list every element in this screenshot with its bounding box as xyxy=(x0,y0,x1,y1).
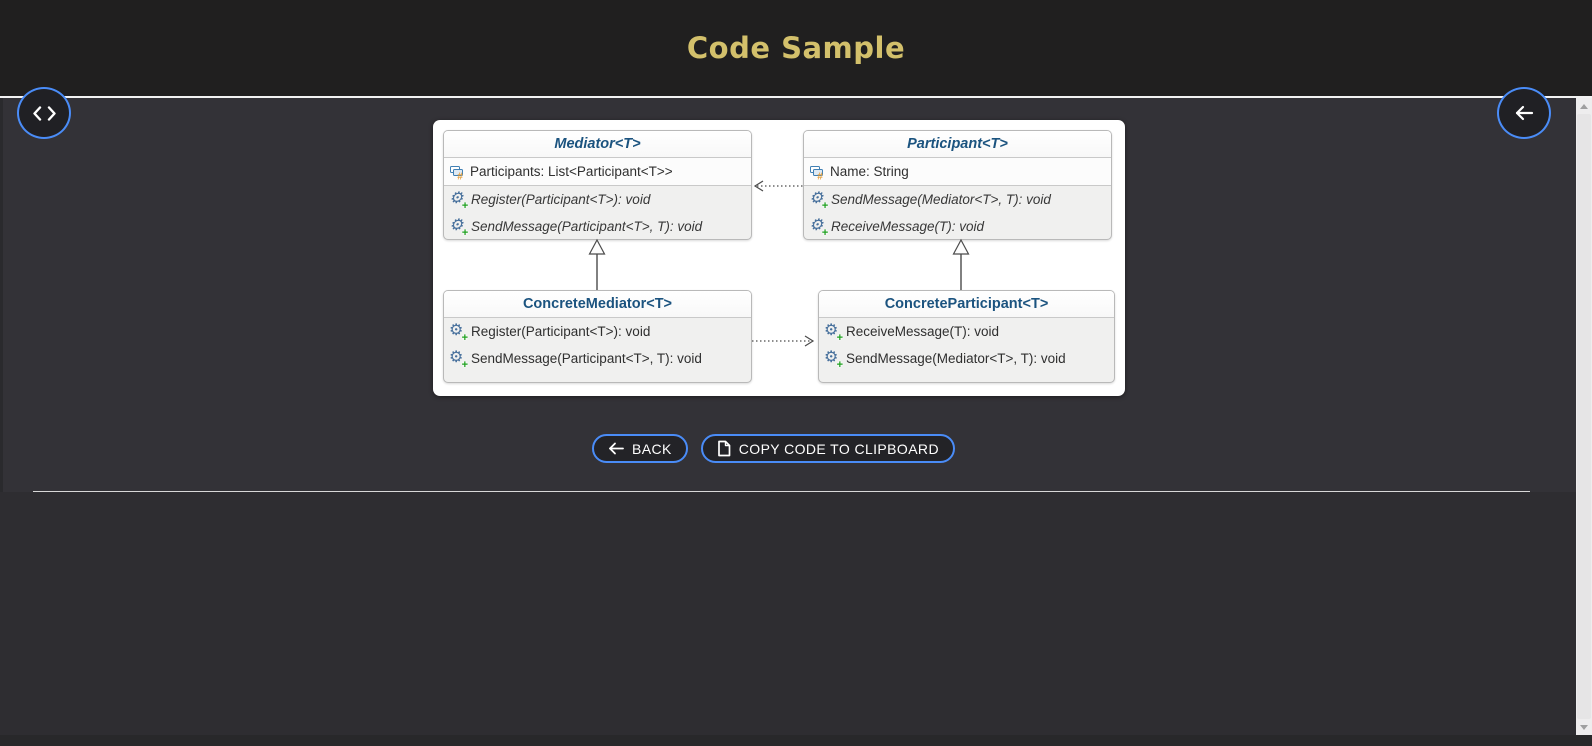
page-title: Code Sample xyxy=(686,31,906,65)
uml-class-title: ConcreteMediator<T> xyxy=(444,291,751,318)
field-icon: # xyxy=(450,165,463,180)
back-button[interactable]: BACK xyxy=(592,434,688,463)
uml-method-row: ⚙+ Register(Participant<T>): void xyxy=(444,186,751,213)
uml-methods-compartment: ⚙+ Register(Participant<T>): void ⚙+ Sen… xyxy=(444,318,751,372)
uml-class-concrete-mediator: ConcreteMediator<T> ⚙+ Register(Particip… xyxy=(443,290,752,383)
uml-field-row: # Name: String xyxy=(804,158,1111,185)
method-icon: ⚙+ xyxy=(449,322,468,344)
uml-class-mediator: Mediator<T> # Participants: List<Partici… xyxy=(443,130,752,240)
uml-method-text: SendMessage(Participant<T>, T): void xyxy=(471,351,702,366)
lower-empty-area xyxy=(0,492,1576,735)
uml-method-row: ⚙+ SendMessage(Mediator<T>, T): void xyxy=(819,345,1114,372)
code-icon xyxy=(32,105,56,121)
copy-code-button-label: COPY CODE TO CLIPBOARD xyxy=(738,440,939,457)
uml-method-row: ⚙+ SendMessage(Mediator<T>, T): void xyxy=(804,186,1111,213)
view-code-button[interactable] xyxy=(17,87,71,139)
left-arrow-icon xyxy=(609,442,624,455)
uml-method-row: ⚙+ SendMessage(Participant<T>, T): void xyxy=(444,213,751,239)
method-icon: ⚙+ xyxy=(824,349,843,371)
method-icon: ⚙+ xyxy=(809,217,828,239)
vertical-scrollbar[interactable] xyxy=(1576,98,1592,735)
main-content: Mediator<T> # Participants: List<Partici… xyxy=(0,98,1592,735)
uml-method-text: SendMessage(Mediator<T>, T): void xyxy=(831,192,1051,207)
uml-class-participant: Participant<T> # Name: String ⚙+ S xyxy=(803,130,1112,240)
uml-method-text: SendMessage(Mediator<T>, T): void xyxy=(846,351,1066,366)
scrollbar-thumb[interactable] xyxy=(1577,114,1591,719)
method-icon: ⚙+ xyxy=(449,349,468,371)
uml-method-row: ⚙+ Register(Participant<T>): void xyxy=(444,318,751,345)
bottom-edge-strip xyxy=(0,735,1592,746)
method-icon: ⚙+ xyxy=(449,217,468,239)
scroll-down-arrow-icon[interactable] xyxy=(1576,719,1592,735)
uml-field-text: Participants: List<Participant<T>> xyxy=(470,164,673,179)
uml-diagram-panel: Mediator<T> # Participants: List<Partici… xyxy=(433,120,1125,396)
uml-methods-compartment: ⚙+ ReceiveMessage(T): void ⚙+ SendMessag… xyxy=(819,318,1114,372)
uml-methods-compartment: ⚙+ SendMessage(Mediator<T>, T): void ⚙+ … xyxy=(804,186,1111,239)
method-icon: ⚙+ xyxy=(449,190,468,212)
back-button-label: BACK xyxy=(632,440,672,457)
uml-class-concrete-participant: ConcreteParticipant<T> ⚙+ ReceiveMessage… xyxy=(818,290,1115,383)
uml-fields-compartment: # Participants: List<Participant<T>> xyxy=(444,158,751,186)
method-icon: ⚙+ xyxy=(824,322,843,344)
uml-method-text: ReceiveMessage(T): void xyxy=(831,219,985,234)
field-icon: # xyxy=(810,165,823,180)
uml-class-title: ConcreteParticipant<T> xyxy=(819,291,1114,318)
uml-fields-compartment: # Name: String xyxy=(804,158,1111,186)
uml-method-row: ⚙+ SendMessage(Participant<T>, T): void xyxy=(444,345,751,372)
uml-method-row: ⚙+ ReceiveMessage(T): void xyxy=(804,213,1111,239)
svg-text:#: # xyxy=(817,171,823,179)
method-icon: ⚙+ xyxy=(809,190,828,212)
uml-field-row: # Participants: List<Participant<T>> xyxy=(444,158,751,185)
uml-method-text: Register(Participant<T>): void xyxy=(471,324,651,339)
navigate-back-button[interactable] xyxy=(1497,87,1551,139)
document-icon xyxy=(717,440,731,457)
uml-class-title: Participant<T> xyxy=(804,131,1111,158)
uml-methods-compartment: ⚙+ Register(Participant<T>): void ⚙+ Sen… xyxy=(444,186,751,239)
uml-method-row: ⚙+ ReceiveMessage(T): void xyxy=(819,318,1114,345)
svg-text:#: # xyxy=(457,171,463,179)
header: Code Sample xyxy=(0,0,1592,98)
uml-method-text: Register(Participant<T>): void xyxy=(471,192,651,207)
divider-line xyxy=(33,491,1530,492)
scroll-up-arrow-icon[interactable] xyxy=(1576,98,1592,114)
uml-field-text: Name: String xyxy=(830,164,909,179)
back-arrow-icon xyxy=(1515,105,1534,121)
uml-class-title: Mediator<T> xyxy=(444,131,751,158)
uml-method-text: SendMessage(Participant<T>, T): void xyxy=(471,219,703,234)
copy-code-button[interactable]: COPY CODE TO CLIPBOARD xyxy=(700,434,955,463)
window-edge xyxy=(0,98,3,735)
uml-method-text: ReceiveMessage(T): void xyxy=(846,324,1000,339)
action-button-row: BACK COPY CODE TO CLIPBOARD xyxy=(0,434,1547,463)
